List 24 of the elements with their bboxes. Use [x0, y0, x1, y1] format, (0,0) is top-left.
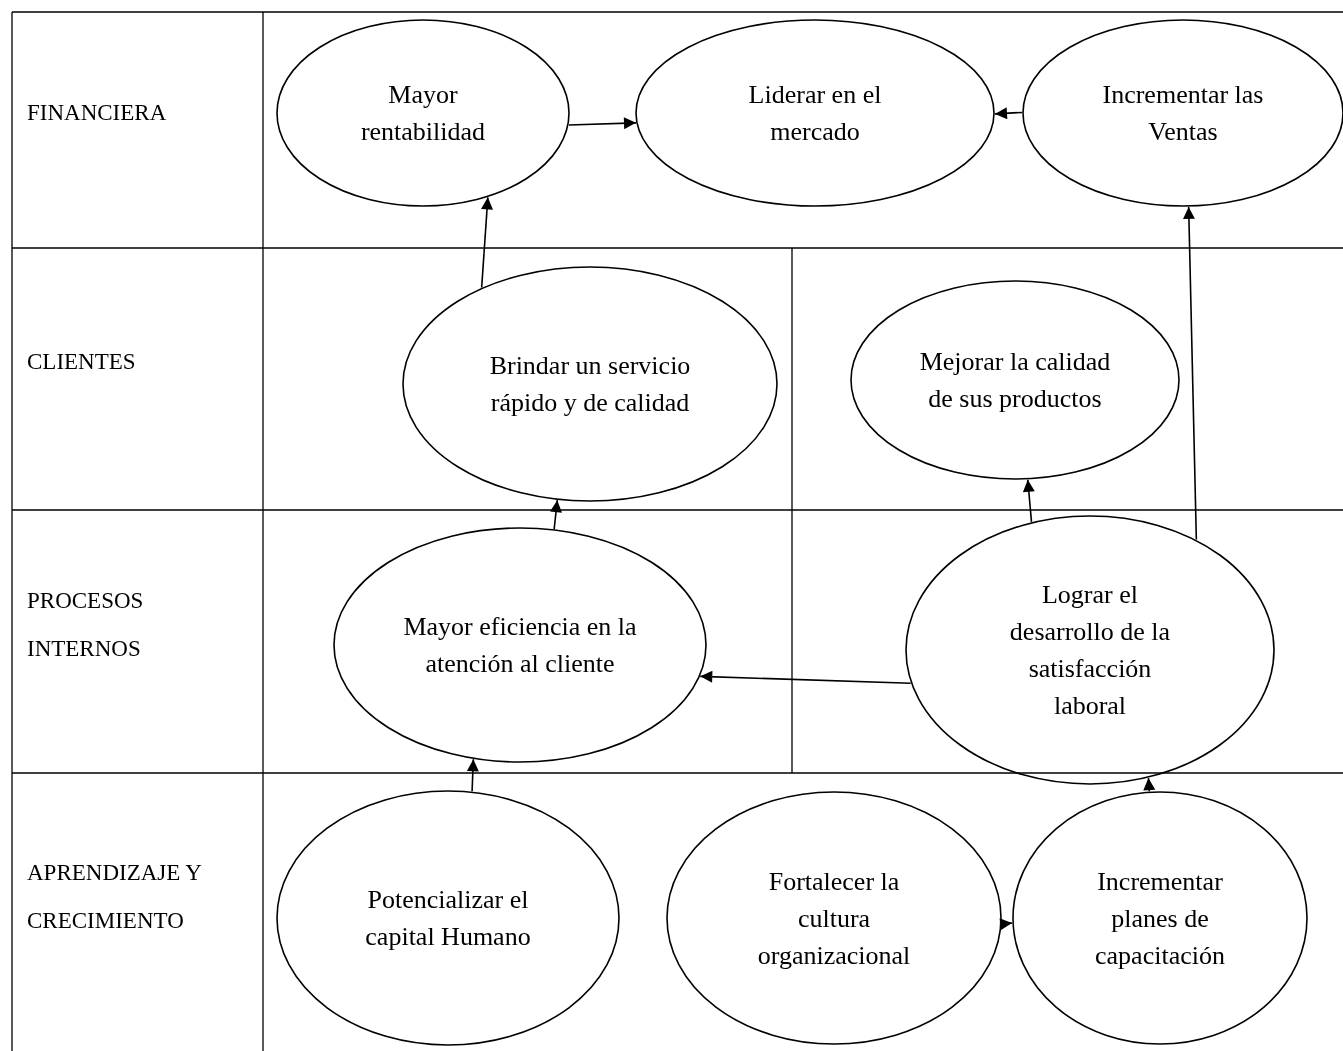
node-label: Lograr el desarrollo de la satisfacción laboral — [1008, 579, 1172, 722]
arrow — [568, 117, 637, 130]
arrow — [480, 196, 493, 289]
row-label: FINANCIERA — [27, 99, 168, 127]
arrow — [994, 107, 1023, 120]
arrow — [699, 670, 912, 685]
node-label: Fortalecer la cultura organizacional — [756, 865, 912, 972]
arrow — [1182, 206, 1198, 541]
node-label: Incrementar las Ventas — [1101, 79, 1265, 148]
arrow — [1143, 777, 1156, 793]
arrow — [550, 499, 562, 530]
node-label: Mayor rentabilidad — [359, 79, 487, 148]
node-label: Brindar un servicio rápido y de calidad — [488, 350, 692, 419]
row-label: APRENDIZAJE Y CRECIMIENTO — [27, 859, 202, 935]
node-label: Incrementar planes de capacitación — [1094, 865, 1226, 972]
arrow — [999, 918, 1013, 931]
arrow — [1022, 478, 1035, 523]
row-label: PROCESOS INTERNOS — [27, 587, 145, 663]
node-label: Mayor eficiencia en la atención al cliente — [402, 611, 638, 680]
arrow — [466, 758, 479, 793]
node-label: Potencializar el capital Humano — [364, 884, 532, 953]
row-label: CLIENTES — [27, 348, 137, 376]
node-label: Mejorar la calidad de sus productos — [918, 346, 1112, 415]
node-label: Liderar en el mercado — [747, 79, 883, 148]
